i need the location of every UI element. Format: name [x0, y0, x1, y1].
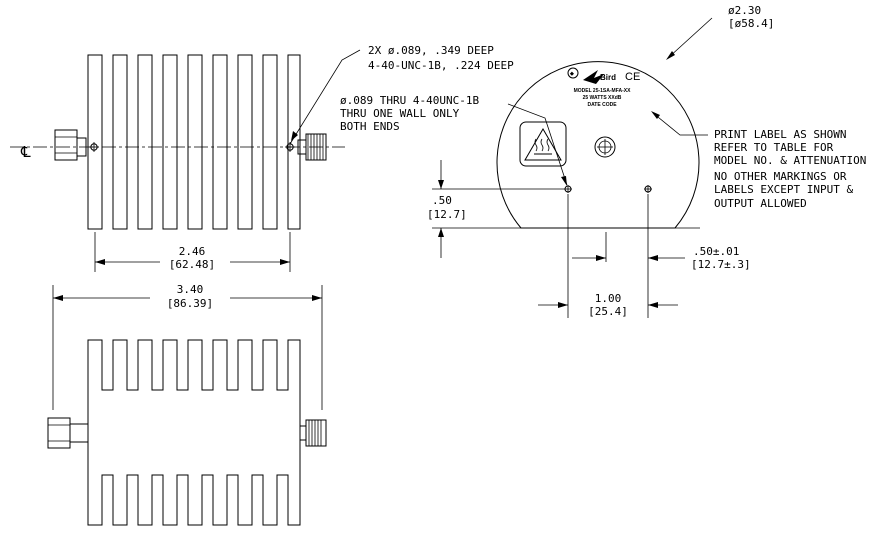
- warning-heat-icon: [519, 121, 567, 167]
- fin-span-inch: 2.46: [179, 245, 206, 258]
- ce-mark: CE: [625, 71, 640, 83]
- side-view: 3.40 [86.39]: [47, 283, 327, 526]
- hole-spacing-mm: [25.4]: [588, 305, 628, 318]
- diameter-inch: ø2.30: [728, 4, 761, 17]
- input-connector-male: [54, 129, 87, 161]
- print-label-line-6: OUTPUT ALLOWED: [714, 197, 807, 210]
- thru-hole-note: ø.089 THRU 4-40UNC-1B THRU ONE WALL ONLY…: [340, 94, 568, 186]
- overall-length-mm: [86.39]: [167, 297, 213, 310]
- hole-offset-inch: .50±.01: [693, 245, 739, 258]
- dimension-hole-height: .50 [12.7]: [427, 160, 700, 258]
- diameter-mm: [ø58.4]: [728, 17, 774, 30]
- side-input-connector: [47, 417, 89, 449]
- label-rating: 25 WATTS XXdB: [583, 95, 622, 101]
- heatsink-body-outline: [87, 339, 301, 526]
- mounting-hole-right: [644, 185, 652, 193]
- top-view: ℄: [10, 44, 514, 272]
- dimension-hole-spacing: 1.00 [25.4]: [538, 194, 678, 318]
- product-label: ◆ Bird CE MODEL 25-1SA-MFA-XX 25 WATTS X…: [567, 67, 640, 108]
- print-label-line-1: PRINT LABEL AS SHOWN: [714, 128, 846, 141]
- thru-hole-line-2: THRU ONE WALL ONLY: [340, 107, 460, 120]
- fins-top-view: [87, 54, 301, 230]
- brand-name: Bird: [600, 73, 616, 82]
- hole-spacing-inch: 1.00: [595, 292, 622, 305]
- output-connector-female: [297, 133, 327, 161]
- svg-text:◆: ◆: [569, 71, 574, 77]
- fin-span-mm: [62.48]: [169, 258, 215, 271]
- overall-length-inch: 3.40: [177, 283, 204, 296]
- tapped-holes-line-2: 4-40-UNC-1B, .224 DEEP: [368, 59, 514, 72]
- mounting-hole-left: [564, 185, 572, 193]
- end-view-outline: [496, 61, 700, 229]
- bird-logo-icon: [583, 70, 604, 84]
- dimension-fin-span: 2.46 [62.48]: [94, 232, 291, 272]
- hole-height-mm: [12.7]: [427, 208, 467, 221]
- dimension-overall-length: 3.40 [86.39]: [52, 283, 323, 410]
- threaded-hole-left: [89, 142, 99, 152]
- end-view: ø2.30 [ø58.4] ◆ Bird CE MODEL 25-1SA-MFA…: [340, 4, 866, 318]
- hole-height-inch: .50: [432, 194, 452, 207]
- tapped-holes-note: 2X ø.089, .349 DEEP 4-40-UNC-1B, .224 DE…: [289, 44, 514, 145]
- dimension-hole-offset: .50±.01 [12.7±.3]: [572, 232, 751, 271]
- print-label-note: PRINT LABEL AS SHOWN REFER TO TABLE FOR …: [651, 111, 866, 210]
- side-output-connector: [299, 419, 327, 447]
- grounding-badge-icon: [567, 67, 579, 79]
- diameter-callout: ø2.30 [ø58.4]: [666, 4, 774, 60]
- label-date: DATE CODE: [587, 102, 617, 108]
- label-model: MODEL 25-1SA-MFA-XX: [574, 88, 632, 94]
- centerline-symbol: ℄: [20, 144, 31, 161]
- thru-hole-line-3: BOTH ENDS: [340, 120, 400, 133]
- hole-offset-mm: [12.7±.3]: [691, 258, 751, 271]
- print-label-line-3: MODEL NO. & ATTENUATION: [714, 154, 866, 167]
- tapped-holes-line-1: 2X ø.089, .349 DEEP: [368, 44, 494, 57]
- thru-hole-line-1: ø.089 THRU 4-40UNC-1B: [340, 94, 479, 107]
- print-label-line-5: LABELS EXCEPT INPUT &: [714, 183, 853, 196]
- grounding-symbol-icon: [594, 136, 616, 158]
- print-label-line-2: REFER TO TABLE FOR: [714, 141, 834, 154]
- print-label-line-4: NO OTHER MARKINGS OR: [714, 170, 847, 183]
